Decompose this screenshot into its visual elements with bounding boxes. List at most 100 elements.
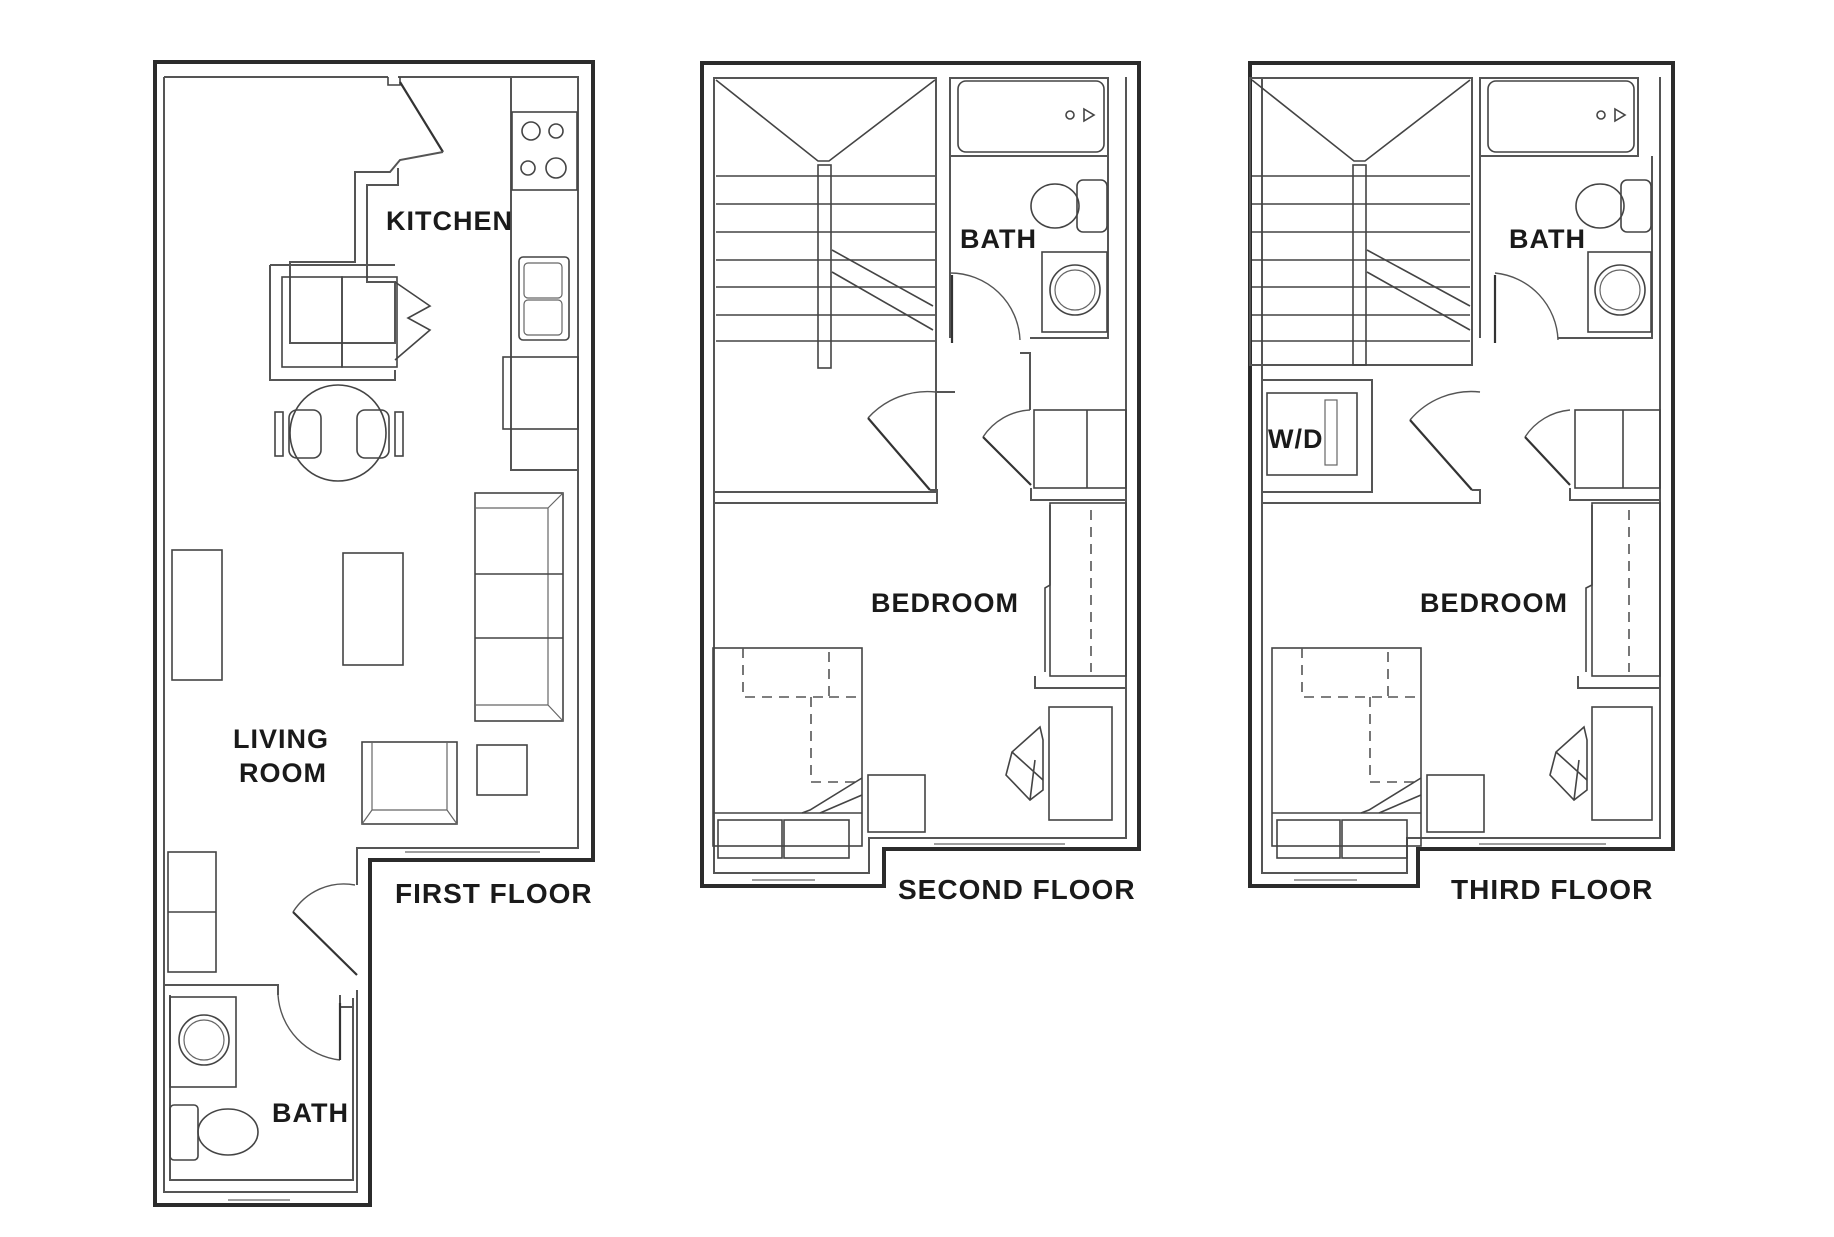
dining-chair-left: [288, 409, 322, 459]
sofa: [474, 492, 564, 722]
closet-jamb: [1569, 488, 1660, 501]
linen-door-swing: [982, 409, 1031, 438]
stair-door-leaf: [1409, 419, 1473, 491]
bench-seat-1: [1276, 819, 1341, 859]
stair-break-line: [1366, 249, 1471, 331]
tub-faucet: [1614, 107, 1627, 123]
chair-back-left: [274, 411, 284, 457]
bed-pillow: [742, 648, 830, 698]
third-floor-outer-wall: [1248, 61, 1675, 888]
entry-door-swing: [292, 883, 356, 913]
third-floor-plan: W/D: [1248, 61, 1675, 905]
desk: [1048, 706, 1113, 821]
bed-blanket-corner: [801, 777, 863, 814]
second-bath-vanity: [1041, 251, 1108, 333]
sink-basin-1: [523, 262, 563, 299]
bench-seat-2: [1341, 819, 1408, 859]
closet-sliding-door: [1044, 505, 1051, 672]
coffee-table: [342, 552, 404, 666]
closet-base: [1577, 676, 1660, 689]
dining-table: [289, 384, 387, 482]
desk-chair-frame: [1555, 751, 1588, 801]
stairwell: [1249, 77, 1473, 366]
closet-sliding-door: [1585, 505, 1593, 672]
stair-break-line: [831, 249, 934, 331]
first-floor-outer-wall: [153, 60, 595, 1207]
bed: [712, 647, 863, 847]
tub-drain: [1065, 110, 1075, 120]
bath-sink-inner: [183, 1019, 225, 1061]
desk: [1591, 706, 1653, 821]
tub-drain: [1596, 110, 1606, 120]
stove-burner-4: [545, 157, 567, 179]
toilet-bowl: [197, 1108, 259, 1156]
third-floor-title: THIRD FLOOR: [1451, 874, 1653, 905]
hall-linen-closet: [1033, 409, 1127, 489]
stair-treads: [1252, 175, 1470, 342]
living-label-line1: LIVING: [233, 724, 329, 754]
bath-sink: [178, 1014, 230, 1066]
bed-blanket-corner: [1360, 777, 1422, 814]
bench-seat-2: [783, 819, 850, 859]
second-floor-outer-wall: [700, 61, 1141, 888]
closet-bifold-door: [394, 281, 432, 361]
second-floor-title: SECOND FLOOR: [898, 874, 1136, 905]
nightstand: [1426, 774, 1485, 833]
first-floor-inner-wall: [163, 76, 579, 1193]
first-floor-title: FIRST FLOOR: [395, 878, 593, 909]
bedroom-closet: [1049, 502, 1127, 677]
stair-rail: [1352, 164, 1367, 366]
washer-dryer: [1266, 392, 1358, 476]
bathtub: [1487, 80, 1635, 153]
stair-door-swing: [1409, 390, 1481, 421]
kitchen-sink: [518, 256, 570, 341]
stair-door-swing: [867, 390, 937, 419]
hall-linen-closet: [1574, 409, 1661, 489]
stove-burner-1: [521, 121, 541, 141]
third-bath-sink-inner: [1599, 269, 1641, 311]
third-bedroom-label: BEDROOM: [1420, 588, 1568, 618]
second-floor-inner-wall: [713, 77, 1127, 874]
dining-chair-right: [356, 409, 390, 459]
closet-frame: [269, 264, 396, 381]
kitchen-partition: [289, 151, 444, 344]
first-bath-label: BATH: [272, 1098, 349, 1128]
bench-seat-1: [717, 819, 783, 859]
sofa-back: [475, 492, 564, 722]
side-table: [476, 744, 528, 796]
toilet-tank: [1076, 179, 1108, 233]
third-bath-vanity: [1587, 251, 1652, 333]
third-bath-door-swing: [1494, 272, 1559, 341]
kitchen-counter: [510, 77, 578, 471]
desk-chair-frame: [1011, 751, 1044, 801]
second-bath-label: BATH: [960, 224, 1037, 254]
bed-blanket-fold: [1369, 696, 1421, 783]
stair-treads: [716, 175, 935, 342]
chair-back-right: [394, 411, 404, 457]
bed-blanket-fold: [810, 696, 862, 783]
third-bath-sink: [1594, 264, 1646, 316]
stair-landing-lines: [1251, 79, 1471, 162]
refrigerator: [502, 356, 579, 430]
second-bath-sink: [1049, 264, 1101, 316]
linen-door-leaf: [1524, 436, 1571, 486]
closet-shelf-b: [341, 276, 398, 368]
bath-vanity: [169, 996, 237, 1088]
bathtub: [957, 80, 1105, 153]
stairwell: [713, 77, 937, 493]
bed-pillow: [1301, 648, 1389, 698]
armchair: [361, 741, 458, 825]
bath-wall: [164, 984, 352, 1008]
armchair-inner: [361, 742, 458, 825]
bed: [1271, 647, 1422, 847]
second-hall-wall: [935, 352, 1031, 410]
stove: [511, 111, 578, 191]
stair-landing-lines: [715, 79, 936, 162]
media-console: [171, 549, 223, 681]
toilet-bowl: [1030, 183, 1080, 229]
entry-door-leaf: [292, 911, 358, 976]
pantry-wall: [387, 77, 401, 86]
sink-basin-2: [523, 299, 563, 336]
kitchen-label: KITCHEN: [386, 206, 513, 236]
second-bath-sink-inner: [1054, 269, 1096, 311]
